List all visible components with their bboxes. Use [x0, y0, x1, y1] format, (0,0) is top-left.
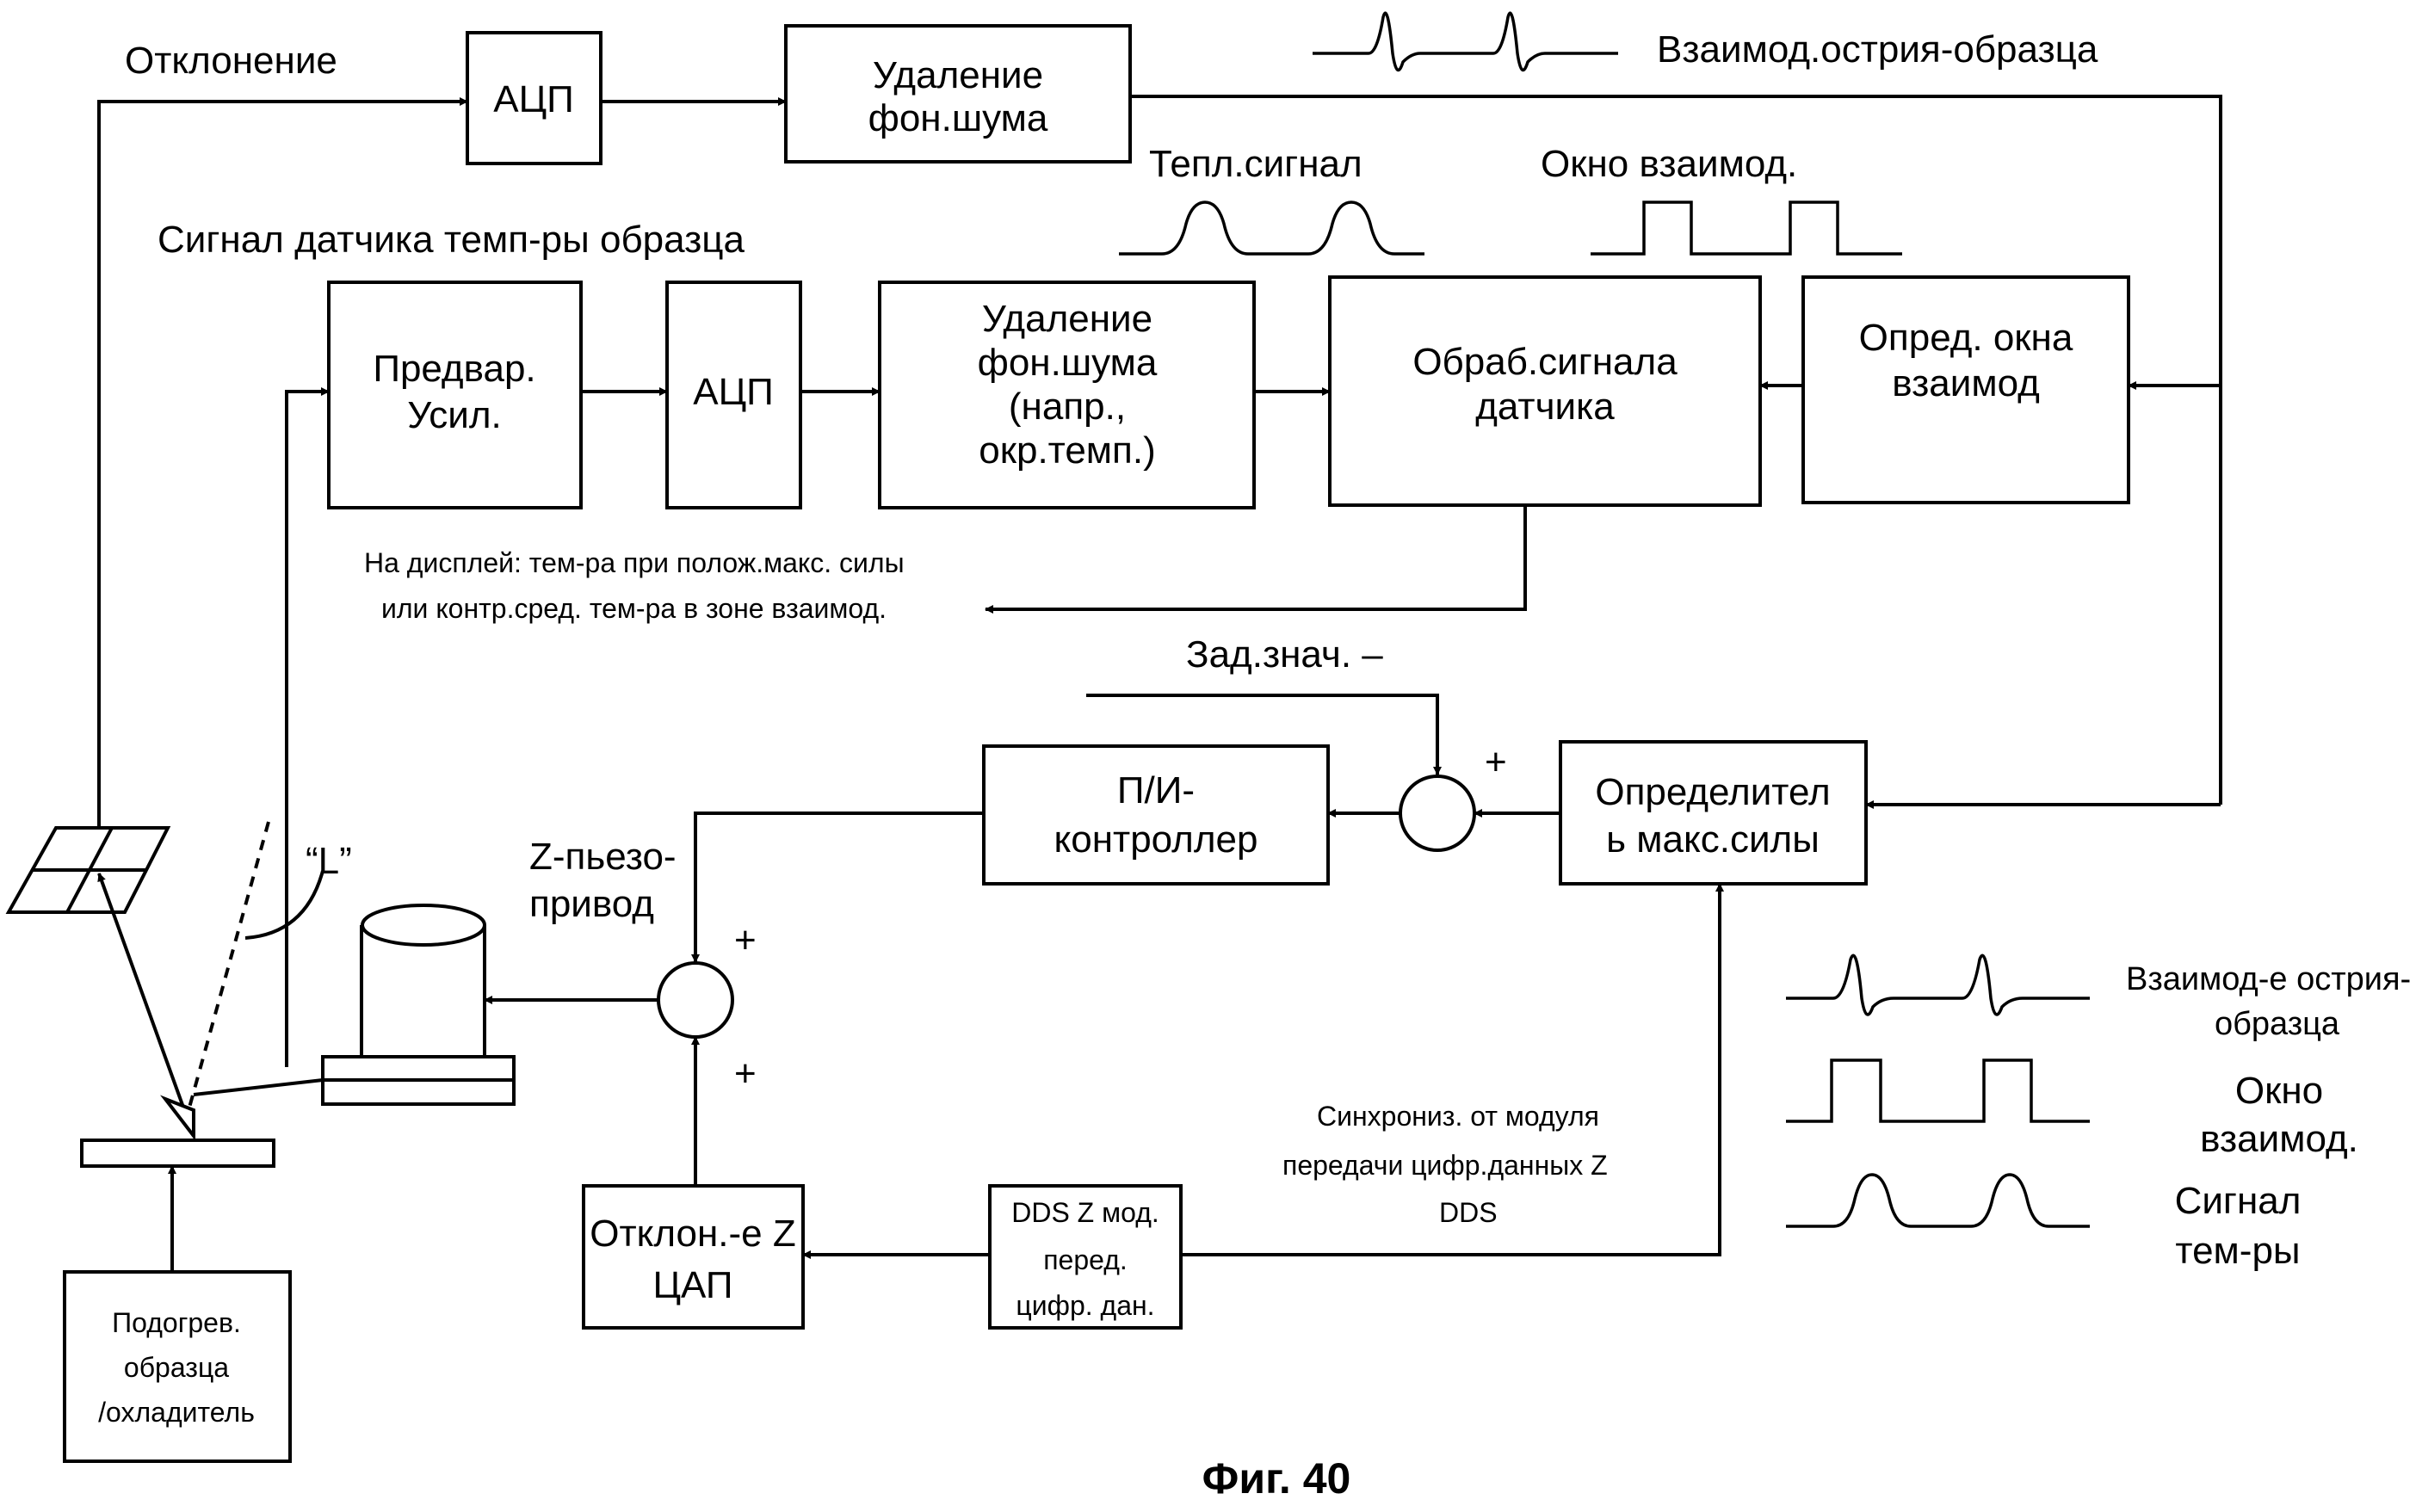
- legend-window-waveform: [1786, 1058, 2090, 1123]
- temp-sensor-line: [285, 387, 330, 1067]
- noise-removal-mid-line4: окр.темп.): [979, 429, 1156, 472]
- max-force-line2: ь макс.силы: [1606, 818, 1820, 861]
- sensor-processing-line1: Обраб.сигнала: [1412, 341, 1678, 383]
- l-label-leader: [244, 870, 324, 940]
- noise-removal-top-line2: фон.шума: [868, 97, 1048, 139]
- window-detection-line1: Опред. окна: [1859, 317, 2073, 359]
- dac-block: [582, 1184, 805, 1330]
- noise-removal-mid-block: [878, 281, 1256, 509]
- legend-tip-sample-line1: Взаимод-е острия-: [2126, 961, 2411, 997]
- interaction-window-waveform-top: [1591, 201, 1902, 256]
- heater-line1: Подогрев.: [112, 1307, 241, 1338]
- legend-tip-sample-waveform: [1786, 953, 2090, 1016]
- plus-sign-2: +: [734, 919, 757, 961]
- cantilever-tip-icon: [160, 1078, 324, 1141]
- setpoint-label: Зад.знач. –: [1186, 633, 1383, 676]
- figure-caption: Фиг. 40: [1202, 1454, 1351, 1503]
- display-output-line: [985, 505, 1527, 614]
- dds-block: [988, 1184, 1183, 1330]
- heater-cooler-block: [63, 1270, 292, 1463]
- legend-temp-line2: тем-ры: [2175, 1230, 2300, 1272]
- temp-sensor-signal-label: Сигнал датчика темп-ры образца: [158, 219, 745, 261]
- pi-to-sum2-line: [691, 812, 984, 963]
- heater-line2: образца: [124, 1352, 229, 1383]
- dac-line1: Отклон.-е Z: [590, 1213, 796, 1255]
- pi-controller-block: [982, 744, 1330, 886]
- dds-line3: цифр. дан.: [1016, 1290, 1154, 1321]
- sync-label-line1: Синхрониз. от модуля: [1317, 1101, 1599, 1132]
- noise-removal-top-block: [784, 24, 1132, 164]
- noise-removal-top-line1: Удаление: [873, 54, 1043, 96]
- legend-window-line2: взаимод.: [2200, 1118, 2358, 1160]
- noise-removal-mid-line1: Удаление: [982, 298, 1152, 340]
- sync-label-line2: передачи цифр.данных Z: [1282, 1150, 1608, 1181]
- pi-controller-line1: П/И-: [1117, 769, 1195, 812]
- pi-controller-line2: контроллер: [1054, 818, 1258, 861]
- max-force-block: [1559, 740, 1868, 886]
- adc-mid-block: [665, 281, 802, 509]
- sensor-processing-block: [1328, 275, 1762, 507]
- plus-sign-1: +: [1485, 741, 1507, 783]
- thermal-signal-label: Тепл.сигнал: [1149, 143, 1362, 185]
- window-detection-block: [1801, 275, 2130, 504]
- display-note-line2: или контр.сред. тем-ра в зоне взаимод.: [381, 593, 887, 624]
- thermal-signal-waveform-top: [1119, 201, 1424, 256]
- laser-reflected-beam: [97, 873, 195, 1137]
- noise-removal-mid-line3: (напр.,: [1009, 386, 1126, 428]
- l-label: “L”: [306, 840, 352, 882]
- zpiezo-label-line2: привод: [529, 883, 654, 925]
- sample-stage: [80, 1139, 275, 1168]
- display-note-line1: На дисплей: тем-ра при полож.макс. силы: [364, 547, 905, 578]
- laser-incident-beam: [182, 821, 270, 1124]
- adc-mid-label: АЦП: [693, 371, 774, 413]
- sync-line: [1181, 883, 1724, 1256]
- sensor-processing-line2: датчика: [1475, 386, 1615, 428]
- zpiezo-label-line1: Z-пьезо-: [529, 836, 677, 878]
- photodetector-icon: [5, 826, 171, 914]
- tip-sample-waveform-top: [1313, 11, 1618, 72]
- noise-removal-mid-line2: фон.шума: [978, 342, 1158, 384]
- legend-temp-line1: Сигнал: [2175, 1180, 2302, 1222]
- deflection-label: Отклонение: [125, 40, 337, 82]
- window-detection-line2: взаимод: [1892, 362, 2040, 404]
- summing-junction-2: [657, 961, 734, 1039]
- sync-label-line3: DDS: [1439, 1197, 1498, 1228]
- interaction-window-label-top: Окно взаимод.: [1541, 143, 1797, 185]
- legend-temp-waveform: [1786, 1173, 2090, 1228]
- top-bus-line: [1130, 95, 2222, 805]
- legend-tip-sample-line2: образца: [2215, 1006, 2340, 1042]
- plus-sign-3: +: [734, 1052, 757, 1095]
- dds-line2: перед.: [1043, 1244, 1128, 1275]
- tip-sample-label-top: Взаимод.острия-образца: [1657, 28, 2098, 71]
- setpoint-line: [1086, 694, 1442, 775]
- preamp-block: [327, 281, 583, 509]
- dds-line1: DDS Z мод.: [1011, 1197, 1159, 1228]
- adc-top-label: АЦП: [493, 78, 574, 120]
- heater-line3: /охладитель: [98, 1397, 255, 1428]
- max-force-line1: Определител: [1595, 771, 1830, 813]
- preamp-line2: Усил.: [407, 394, 501, 436]
- summing-junction-1: [1399, 775, 1476, 852]
- deflection-line: [97, 97, 468, 873]
- z-piezo-actuator: [321, 904, 516, 1106]
- legend-window-line1: Окно: [2235, 1070, 2323, 1112]
- preamp-line1: Предвар.: [373, 348, 535, 390]
- dac-line2: ЦАП: [652, 1264, 732, 1306]
